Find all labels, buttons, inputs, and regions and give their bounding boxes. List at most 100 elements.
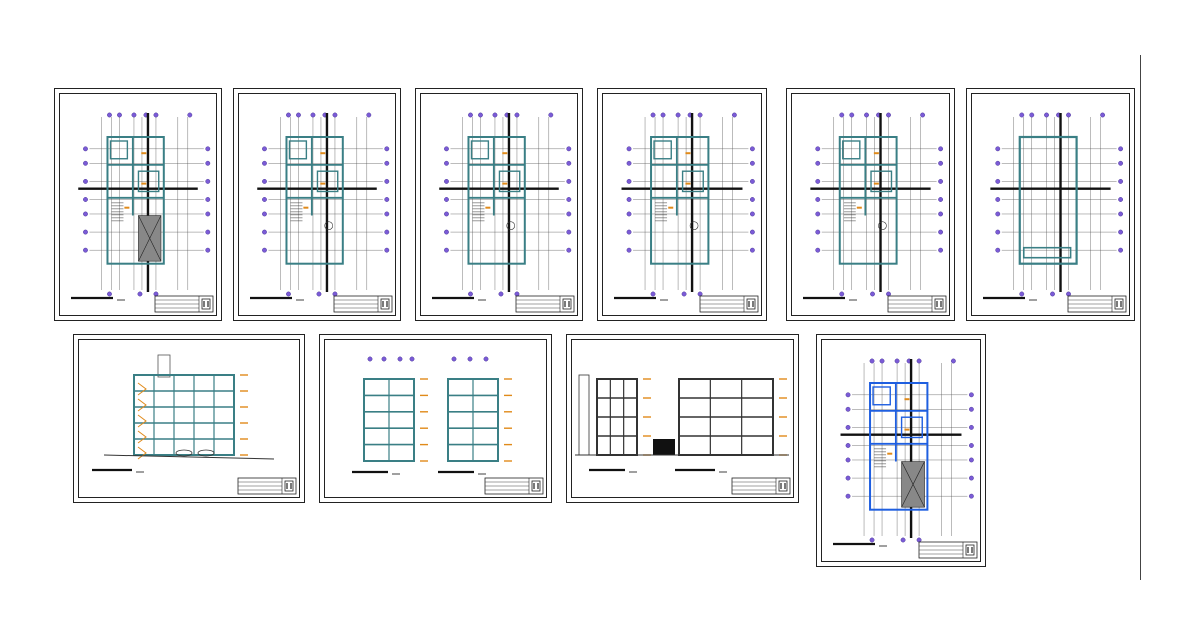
drawing (92, 354, 297, 495)
sheet-cross-sections[interactable] (319, 334, 552, 503)
furniture-table (878, 221, 887, 230)
grid-bubble (849, 112, 855, 118)
grid-bubble (968, 475, 974, 481)
grid-bubble (1019, 291, 1025, 297)
room-bath (842, 140, 861, 160)
sheet-typical-floor-plan-4[interactable] (786, 88, 955, 321)
grid-bubble (409, 356, 415, 362)
grid-bubble (995, 160, 1001, 166)
grid-bubble (626, 229, 632, 235)
grid-bubble (548, 112, 554, 118)
room-kitchen (137, 170, 160, 193)
grid-bubble (650, 112, 656, 118)
grid-bubble (749, 247, 755, 253)
drawing (432, 112, 575, 313)
cross-section-a (363, 378, 428, 462)
grid-bubble (566, 229, 572, 235)
grid-bubble (262, 146, 267, 152)
grid-bubble (749, 179, 755, 184)
grid-bubble (262, 211, 267, 217)
door-tag (320, 182, 326, 185)
sheet-border (602, 93, 762, 316)
elevation-tower (578, 374, 590, 456)
grid-bubble (492, 112, 498, 118)
grid-bubble (916, 358, 922, 364)
grid-bubble (845, 493, 851, 499)
sheet-elevations[interactable] (566, 334, 799, 503)
grid-bubble (886, 291, 891, 297)
sheet-longitudinal-section[interactable] (73, 334, 305, 503)
car-outline (175, 449, 193, 457)
grid-bubble (566, 247, 572, 253)
grid-bubble (83, 179, 88, 184)
grid-bubble (815, 211, 821, 217)
logo-box (965, 544, 975, 556)
grid-bubble (444, 229, 449, 235)
ramp-diagonal (138, 215, 162, 262)
longitudinal-section (133, 374, 248, 456)
door-tag (685, 152, 691, 155)
sheet-typical-floor-plan-3[interactable] (597, 88, 767, 321)
grid-bubble (1118, 229, 1124, 235)
logo-box (284, 480, 294, 492)
grid-bubble (845, 392, 851, 398)
grid-bubble (205, 229, 211, 235)
grid-bubble (131, 112, 137, 118)
grid-bubble (205, 160, 211, 166)
sheet-blue-outline-plan[interactable] (816, 334, 986, 567)
grid-bubble (262, 179, 267, 184)
grid-bubble (83, 146, 88, 152)
title-block (1067, 295, 1127, 313)
door-tag (887, 452, 893, 455)
grid-bubble (107, 112, 112, 118)
grid-bubble (626, 197, 632, 202)
sheet-border (420, 93, 578, 316)
grid-bubble (107, 291, 112, 297)
room-bath (872, 386, 891, 406)
grid-bubble (845, 457, 851, 463)
sheet-typical-floor-plan-2[interactable] (415, 88, 583, 321)
door-tag (502, 152, 508, 155)
grid-bubble (137, 291, 143, 297)
furniture-table (506, 221, 516, 230)
logo-box (201, 298, 211, 310)
grid-bubble (444, 211, 449, 217)
ramp-diagonal (901, 461, 925, 508)
furniture-table (324, 221, 334, 230)
grid-bubble (1118, 197, 1124, 202)
grid-bubble (749, 160, 755, 166)
grid-bubble (938, 197, 944, 202)
grid-bubble (367, 356, 373, 362)
grid-bubble (815, 247, 821, 253)
grid-bubble (815, 160, 821, 166)
building-outline (133, 374, 235, 456)
sheet-ground-floor-plan[interactable] (54, 88, 222, 321)
sheet-typical-floor-plan-1[interactable] (233, 88, 401, 321)
grid-bubble (879, 358, 885, 364)
stair-flight (137, 398, 147, 412)
exterior-wall (106, 136, 165, 265)
grid-bubble (886, 112, 891, 118)
door-tag (856, 206, 862, 209)
sheet-roof-plan[interactable] (966, 88, 1135, 321)
furniture-table (689, 221, 699, 230)
exterior-wall (838, 136, 898, 265)
sheet-border (324, 339, 547, 498)
door-tag (502, 182, 508, 185)
room-bath (470, 140, 490, 160)
title-block (154, 295, 214, 313)
grid-bubble (332, 291, 338, 297)
grid-bubble (468, 291, 473, 297)
grid-bubble (566, 160, 572, 166)
grid-bubble (995, 197, 1001, 202)
title-block (699, 295, 759, 313)
grid-bubble (566, 197, 572, 202)
grid-bubble (117, 112, 122, 118)
grid-bubble (938, 229, 944, 235)
grid-bubble (262, 229, 267, 235)
logo-box (380, 298, 390, 310)
door-tag (124, 206, 130, 209)
grid-bubble (1066, 112, 1071, 118)
grid-bubble (566, 179, 572, 184)
